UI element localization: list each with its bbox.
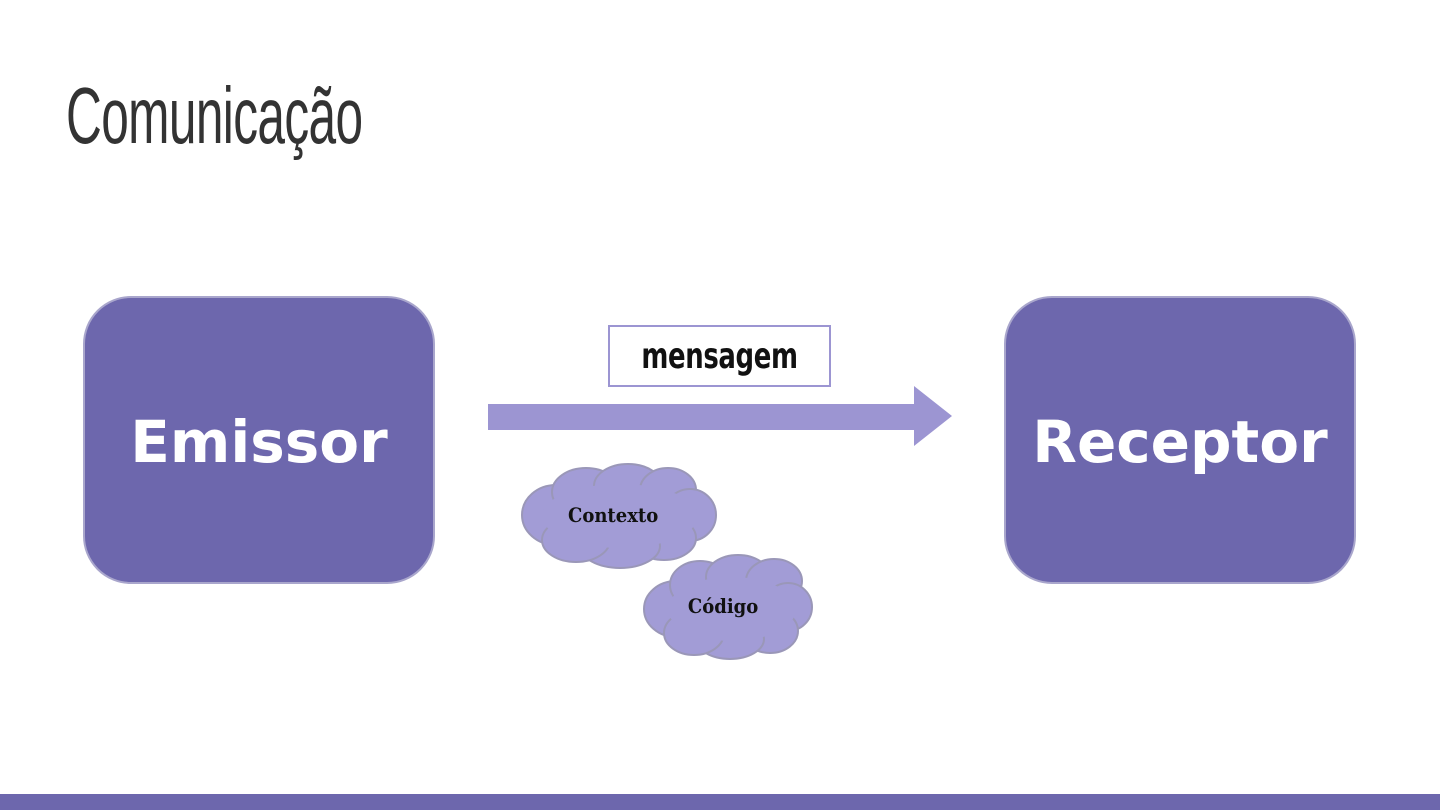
footer-bar xyxy=(0,794,1440,810)
code-cloud-shape xyxy=(643,554,813,660)
sender-box: Emissor xyxy=(83,296,435,584)
slide-title: Comunicação xyxy=(66,71,363,160)
sender-label: Emissor xyxy=(130,408,388,476)
code-cloud-label: Código xyxy=(687,594,759,618)
receiver-label: Receptor xyxy=(1032,408,1328,476)
context-cloud-label: Contexto xyxy=(568,503,659,527)
message-arrow xyxy=(488,386,952,446)
context-cloud-shape xyxy=(521,463,717,569)
message-label: mensagem xyxy=(641,335,798,377)
arrow-shape xyxy=(488,386,952,446)
message-box: mensagem xyxy=(608,325,831,387)
receiver-box: Receptor xyxy=(1004,296,1356,584)
